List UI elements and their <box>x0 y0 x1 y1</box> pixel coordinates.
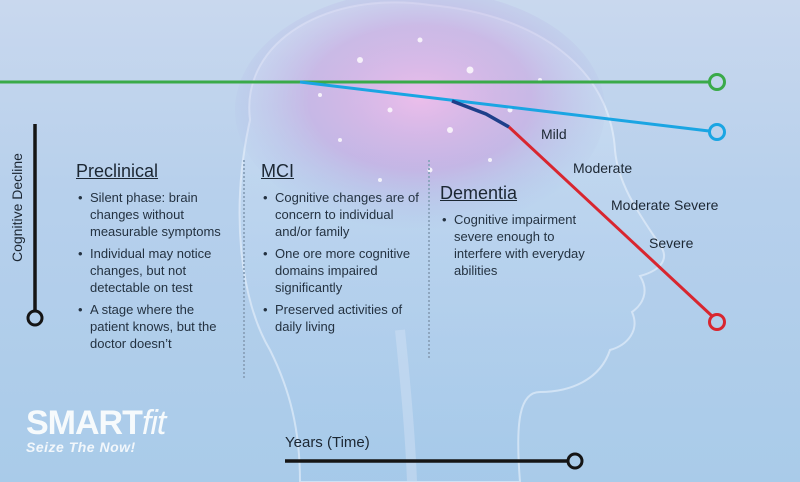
stage-label-moderate-severe: Moderate Severe <box>611 197 719 213</box>
mci-line <box>299 80 710 133</box>
stage-label-severe: Severe <box>649 235 694 251</box>
list-item: Preserved activities of daily living <box>261 301 421 335</box>
list-item: Cognitive impairment severe enough to in… <box>440 211 600 279</box>
smartfit-logo: SMARTfit Seize The Now! <box>26 404 166 455</box>
stage-label-moderate: Moderate <box>573 160 633 176</box>
stage-label-mild: Mild <box>541 126 567 142</box>
mci-end-marker <box>708 123 726 141</box>
phase-title-dementia: Dementia <box>440 183 518 203</box>
spine-shadow <box>395 329 417 482</box>
logo-italic-text: fit <box>141 404 166 442</box>
phase-divider-preclinical-mci <box>243 160 245 378</box>
phase-dementia-bullets: Cognitive impairment severe enough to in… <box>440 211 600 279</box>
y-axis-label: Cognitive Decline <box>9 153 25 262</box>
dementia-end-marker <box>708 313 726 331</box>
phase-preclinical: Preclinical Silent phase: brain changes … <box>76 161 236 357</box>
logo-wordmark: SMARTfit <box>26 404 166 443</box>
phase-dementia: Dementia Cognitive impairment severe eno… <box>440 183 600 284</box>
phase-title-mci: MCI <box>261 161 294 181</box>
logo-main-text: SMART <box>26 404 143 442</box>
brain-glow <box>235 0 605 230</box>
x-axis-end-marker <box>566 452 584 470</box>
phase-mci: MCI Cognitive changes are of concern to … <box>261 161 421 340</box>
list-item: Silent phase: brain changes without meas… <box>76 189 236 240</box>
x-axis-label: Years (Time) <box>285 434 370 451</box>
list-item: Cognitive changes are of concern to indi… <box>261 189 421 240</box>
list-item: Individual may notice changes, but not d… <box>76 245 236 296</box>
phase-divider-mci-dementia <box>428 160 430 358</box>
list-item: One ore more cognitive domains impaired … <box>261 245 421 296</box>
phase-title-preclinical: Preclinical <box>76 161 159 181</box>
list-item: A stage where the patient knows, but the… <box>76 301 236 352</box>
phase-mci-bullets: Cognitive changes are of concern to indi… <box>261 189 421 335</box>
dementia-line <box>507 125 714 318</box>
logo-tagline: Seize The Now! <box>26 439 136 455</box>
normal-aging-end-marker <box>708 73 726 91</box>
phase-preclinical-bullets: Silent phase: brain changes without meas… <box>76 189 236 352</box>
y-axis-end-marker <box>26 309 44 327</box>
transition-line <box>451 99 510 129</box>
